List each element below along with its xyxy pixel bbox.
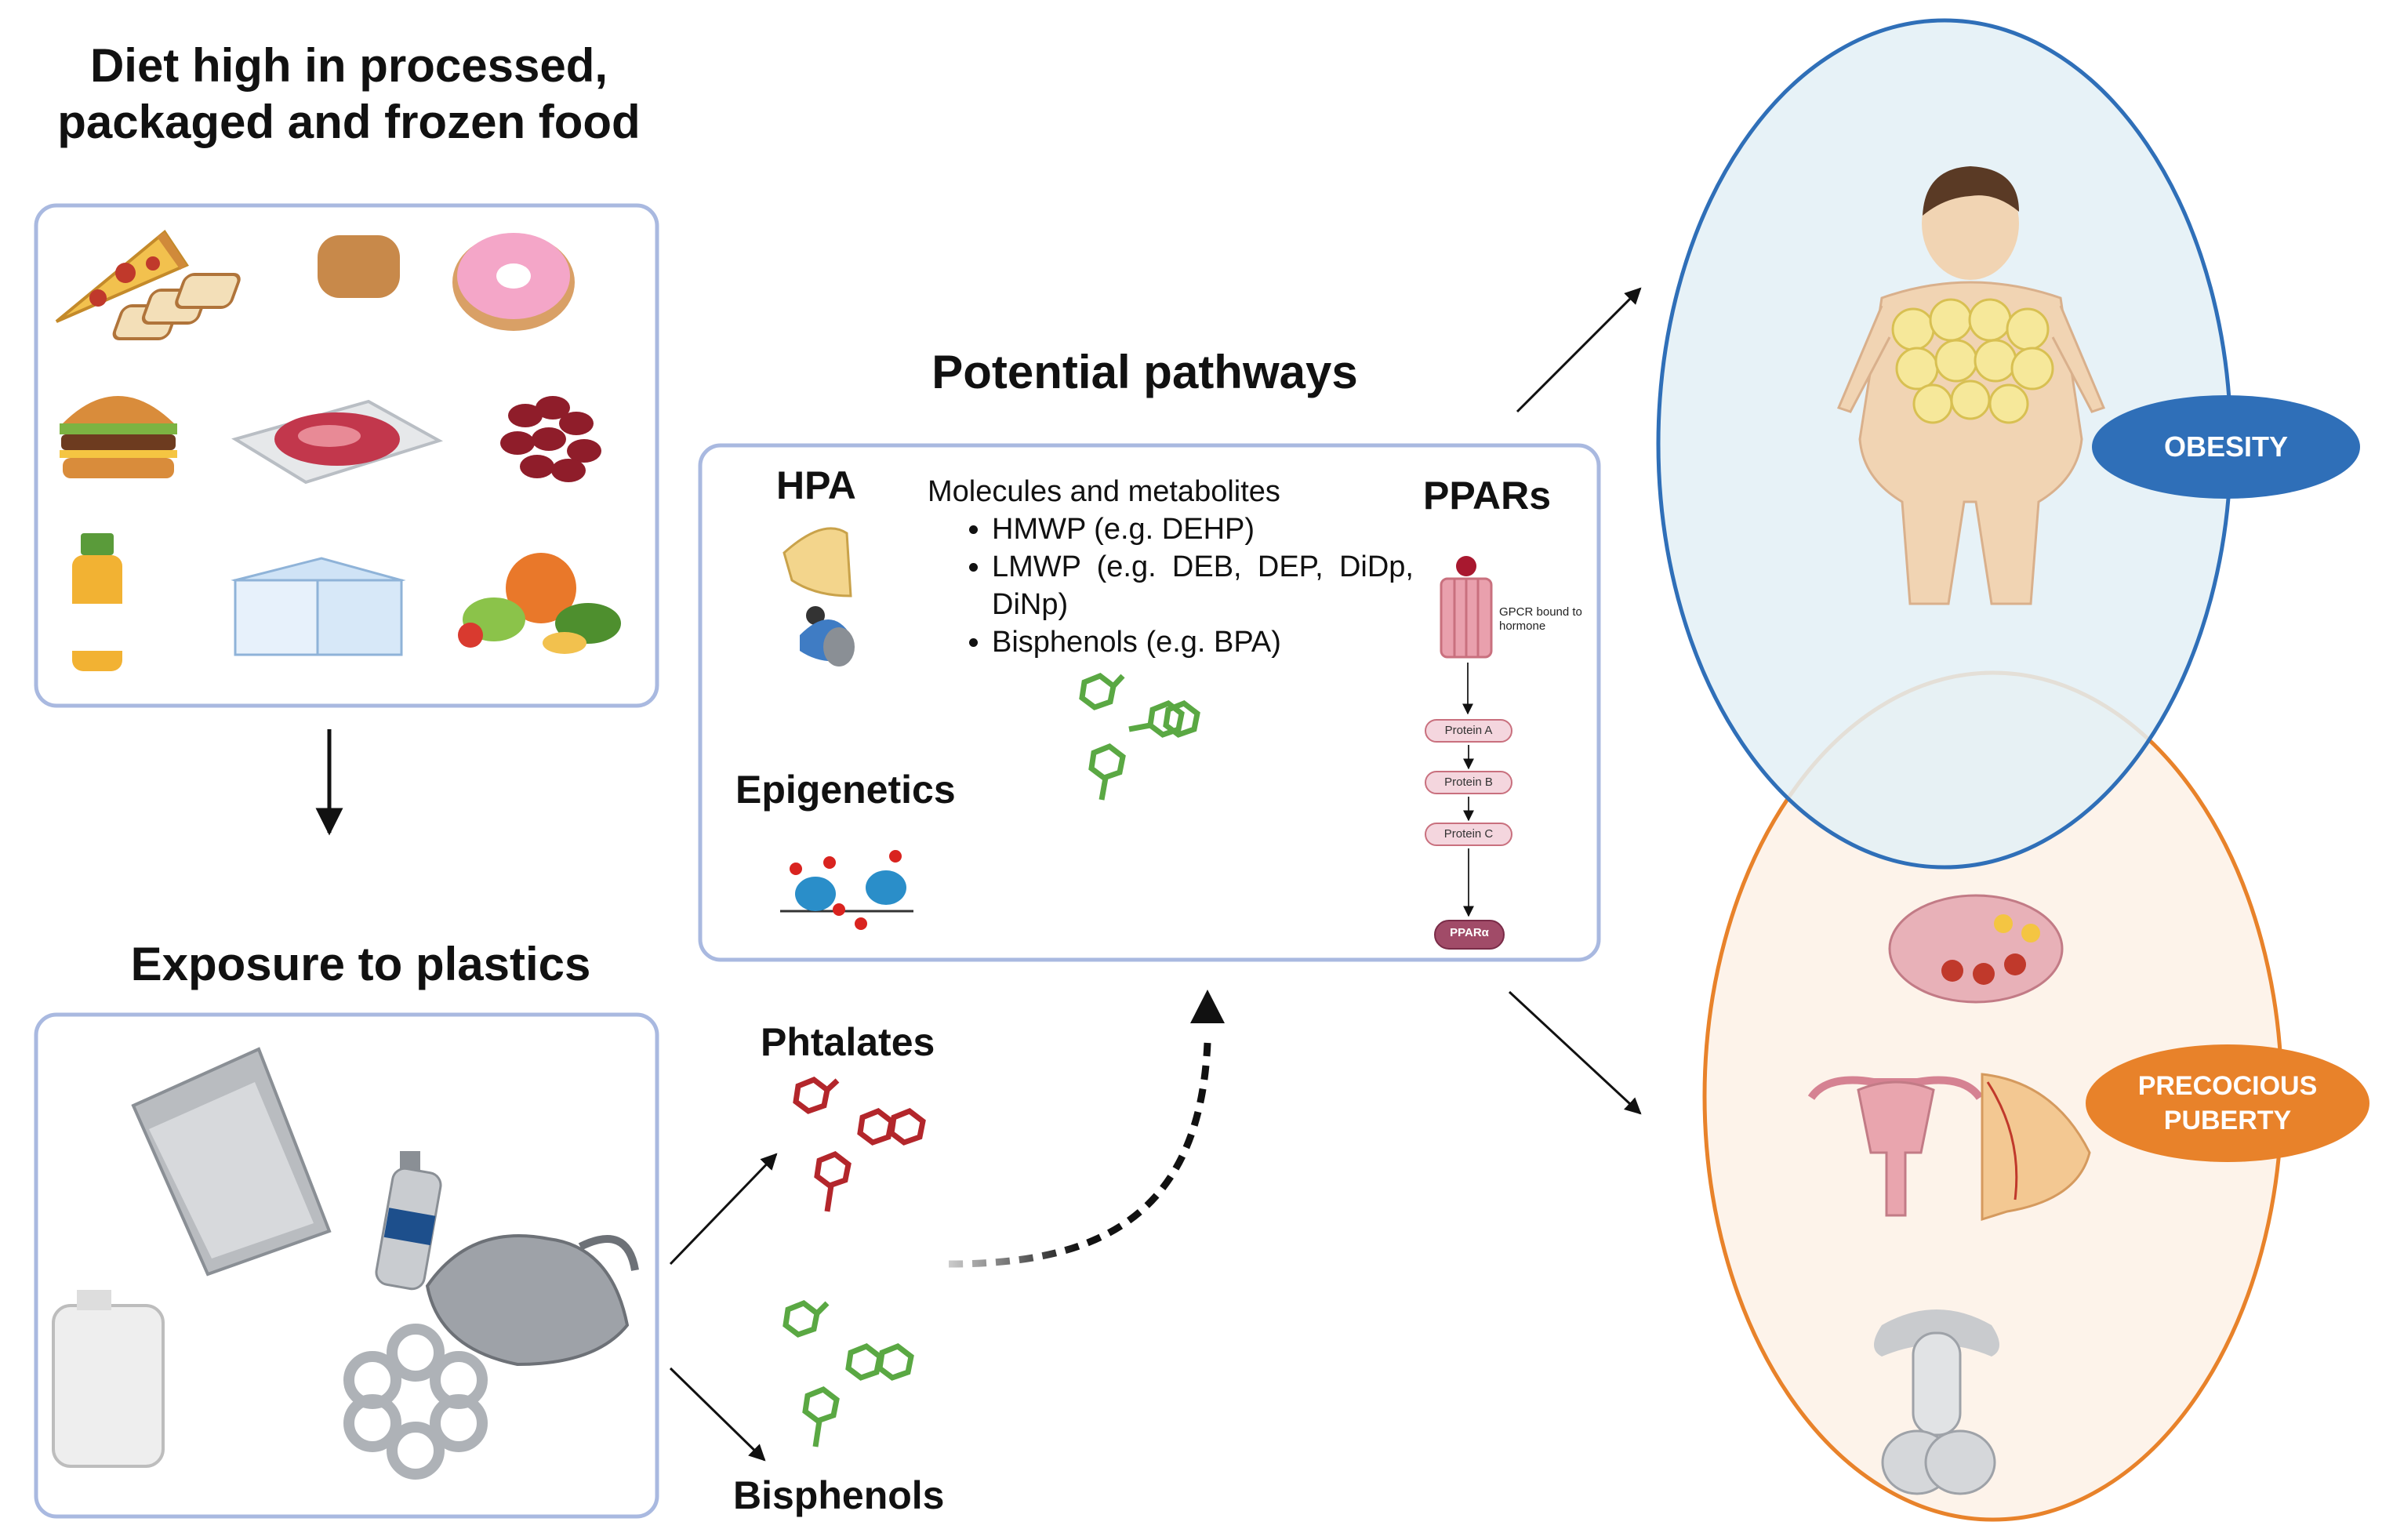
bread-icon — [112, 235, 400, 340]
protein-cascade — [1425, 719, 1512, 950]
ppar-receptor-icon — [1440, 556, 1493, 715]
obesity-badge: OBESITY — [2092, 395, 2360, 499]
pathways-box — [698, 443, 1601, 962]
carrier-bag-icon — [425, 1234, 639, 1367]
bisphenol-molecules — [783, 1300, 914, 1447]
ppar-alpha-label: PPARα — [1450, 926, 1489, 939]
hpa-icon — [783, 527, 855, 666]
molecule-item: HMWP (e.g. DEHP) — [992, 510, 1414, 548]
water-bottle-icon — [375, 1151, 442, 1291]
child-figure-icon — [1836, 166, 2106, 605]
gpcr-label: GPCR bound to hormone — [1499, 605, 1582, 633]
molecule-item: Bisphenols (e.g. BPA) — [992, 623, 1414, 661]
molecule-item: LMWP (e.g. DEB, DEP, DiDp, DiNp) — [992, 548, 1414, 623]
pizza-icon — [55, 230, 189, 323]
molecules-list: Molecules and metabolites HMWP (e.g. DEH… — [928, 473, 1414, 661]
phthalates-label: Phtalates — [761, 1020, 935, 1064]
hpa-label: HPA — [776, 463, 856, 507]
vegetables-icon — [458, 553, 621, 654]
beans-icon — [500, 396, 601, 482]
plastic-bag-icon — [131, 1047, 332, 1277]
precocious-puberty-badge: PRECOCIOUS PUBERTY — [2086, 1044, 2369, 1162]
protein-b-label: Protein B — [1444, 775, 1493, 789]
diet-title: Diet high in processed, packaged and fro… — [57, 39, 641, 148]
yogurt-cups-icon — [231, 557, 406, 656]
dashed-pathway-arrow — [948, 1042, 1211, 1268]
male-genitalia-icon — [1874, 1309, 1999, 1495]
bisphenol-molecules-box — [1079, 673, 1200, 801]
molecules-title: Molecules and metabolites — [928, 475, 1280, 508]
dashed-arrow-head — [1190, 990, 1225, 1023]
uterus-icon — [1807, 1076, 1984, 1217]
plastics-title: Exposure to plastics — [130, 938, 591, 990]
protein-c-label: Protein C — [1443, 827, 1494, 841]
flow-arrows — [315, 287, 1642, 1462]
donut-icon — [452, 233, 575, 331]
protein-a-label: Protein A — [1444, 724, 1493, 737]
pathways-title: Potential pathways — [931, 346, 1358, 398]
bisphenols-label: Bisphenols — [733, 1473, 945, 1517]
epigenetics-icon — [780, 850, 913, 930]
epigenetics-label: Epigenetics — [735, 768, 956, 812]
breast-icon — [1981, 1073, 2091, 1222]
six-pack-rings-icon — [343, 1324, 488, 1480]
meat-tray-icon — [231, 399, 444, 485]
ppars-label: PPARs — [1423, 474, 1552, 518]
ovary-icon — [1888, 894, 2064, 1004]
burger-icon — [60, 396, 177, 478]
jug-icon — [52, 1290, 165, 1468]
juice-bottle-icon — [72, 533, 122, 671]
phthalate-molecules — [793, 1077, 926, 1212]
